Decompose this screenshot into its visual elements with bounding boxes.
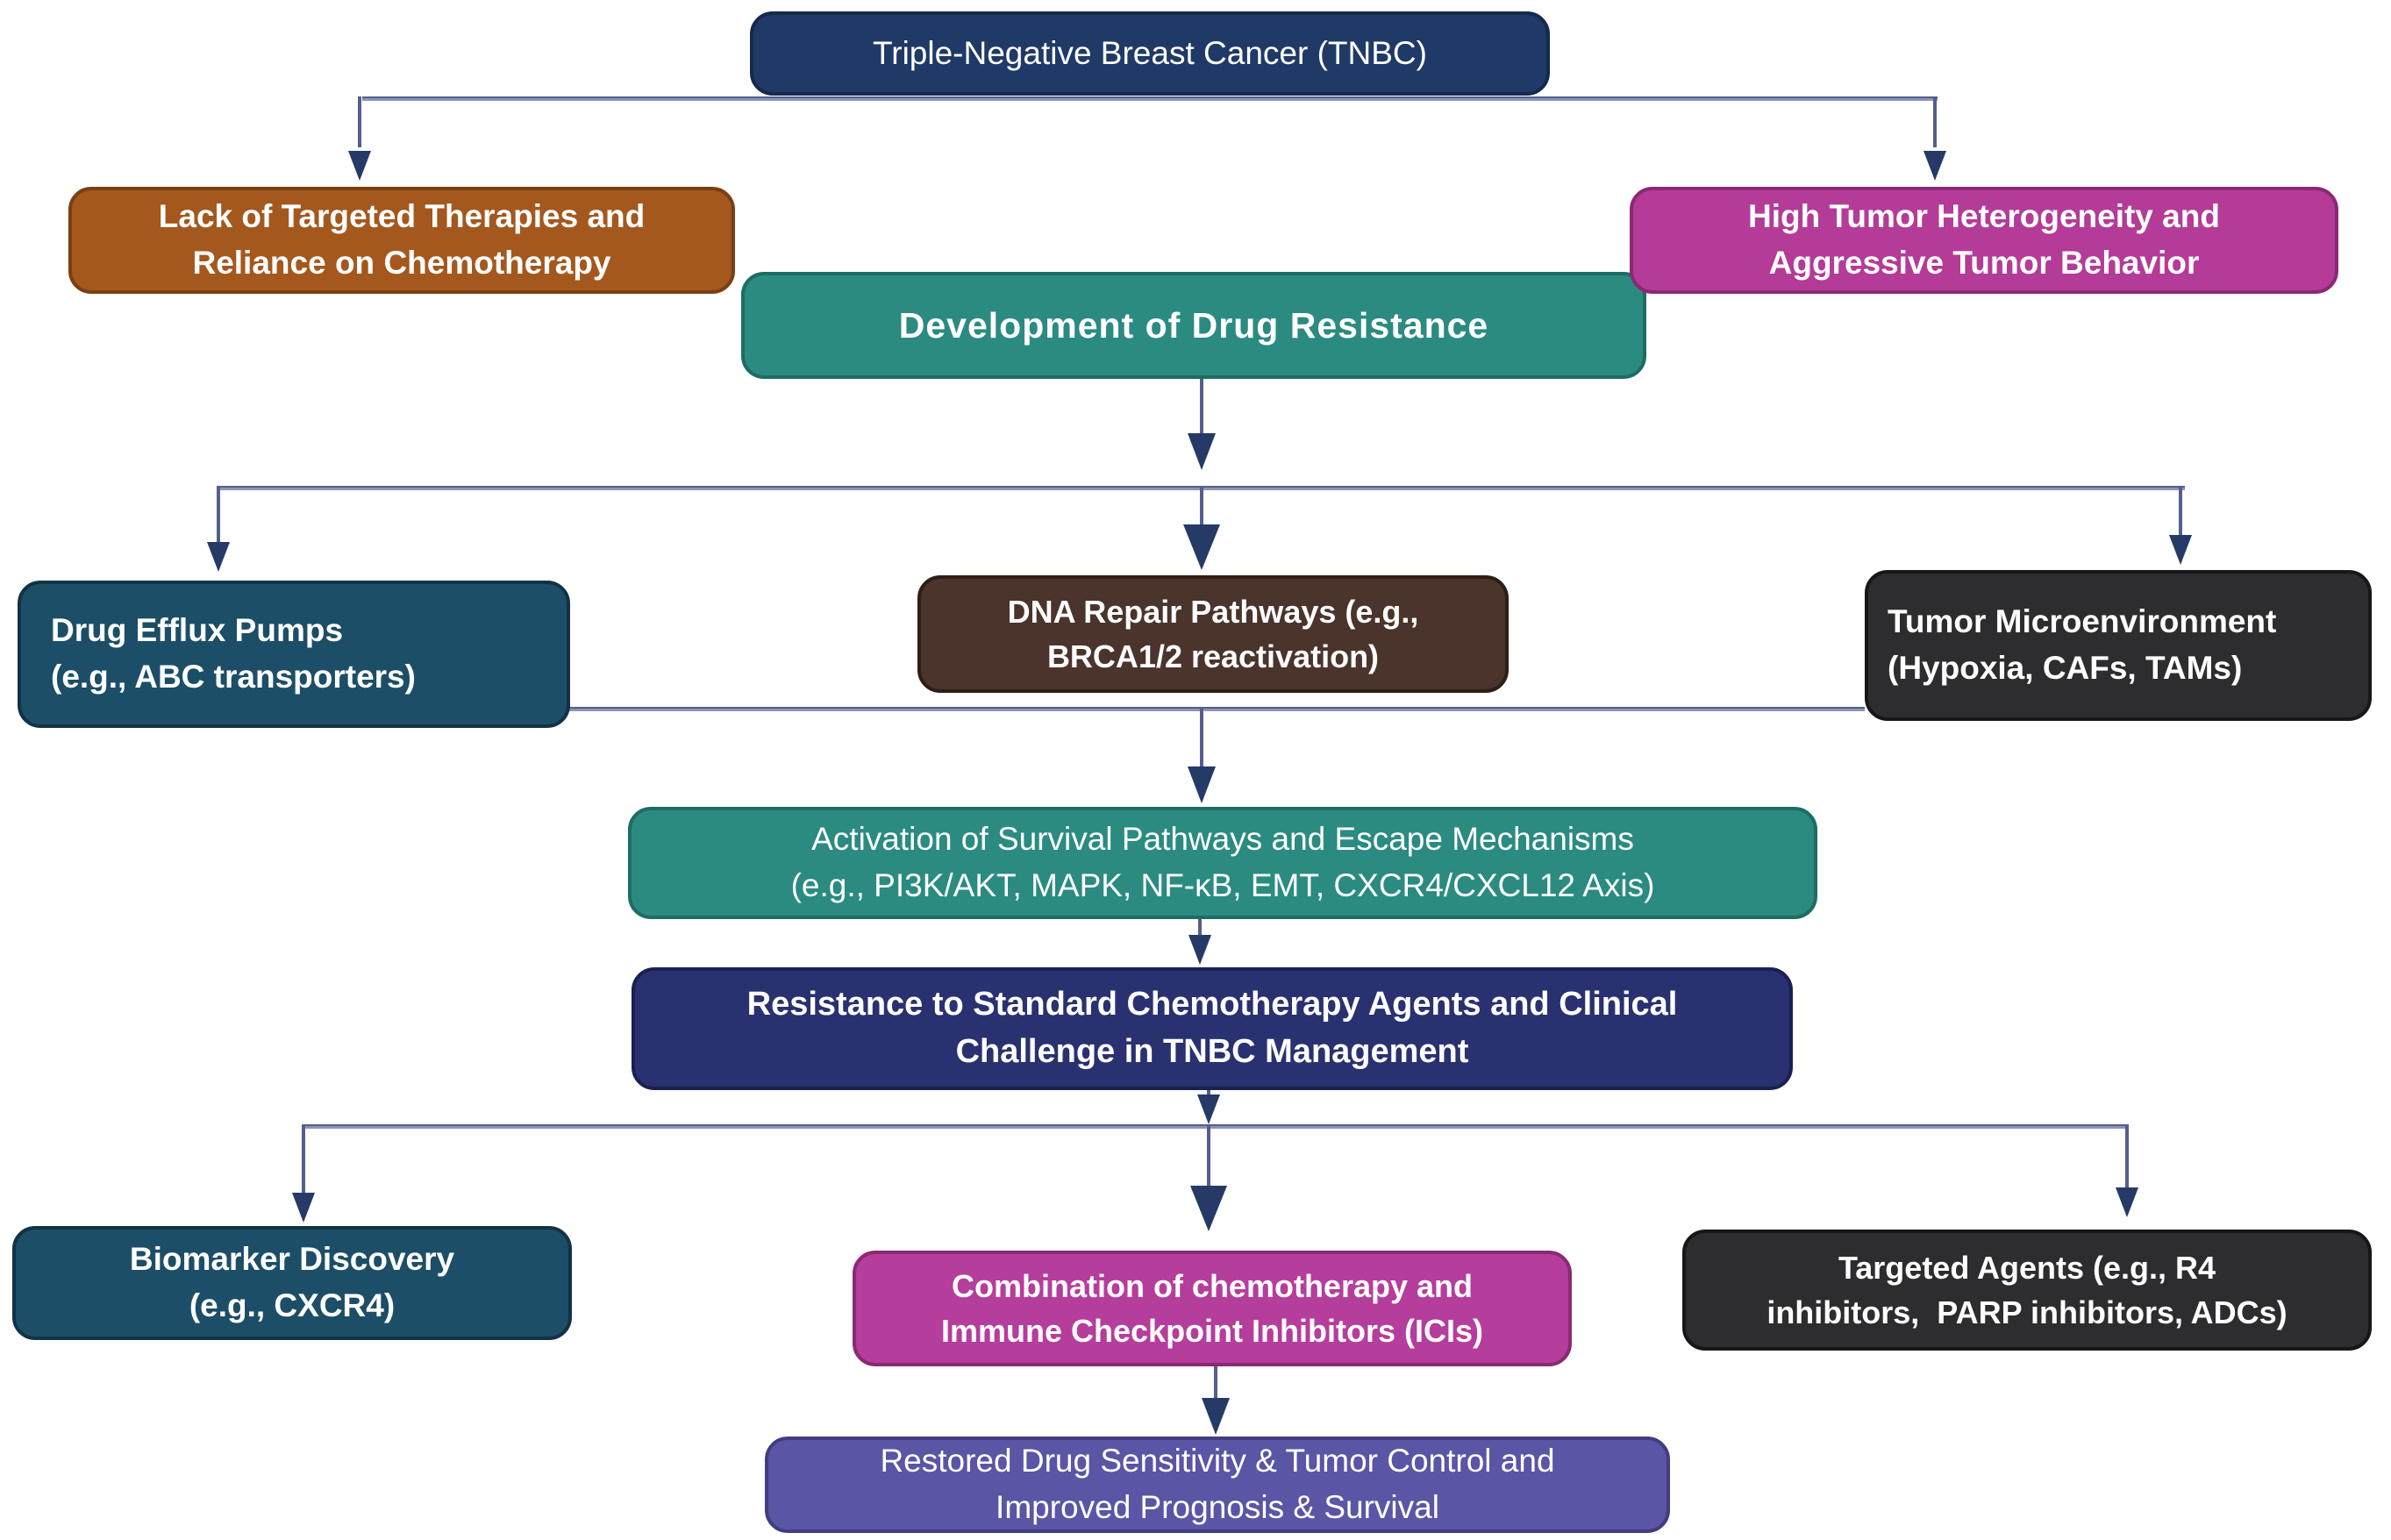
node-tumor-heterogeneity: High Tumor Heterogeneity and Aggressive …: [1630, 187, 2338, 294]
node-activation-line1: Activation of Survival Pathways and Esca…: [811, 821, 1634, 858]
node-dna-repair-pathways: DNA Repair Pathways (e.g., BRCA1/2 react…: [917, 575, 1509, 693]
node-chemo-ici-combination: Combination of chemotherapy and Immune C…: [853, 1251, 1572, 1366]
arrowhead-to-tme: [2169, 535, 2192, 565]
node-tnbc: Triple-Negative Breast Cancer (TNBC): [750, 11, 1550, 96]
node-development-of-drug-resistance: Development of Drug Resistance: [741, 272, 1646, 379]
node-heterogeneity-line2: Aggressive Tumor Behavior: [1768, 245, 2200, 281]
node-dna-line1: DNA Repair Pathways (e.g.,: [1007, 593, 1419, 630]
connector-row3-hline: [568, 707, 1865, 711]
node-restored-line2: Improved Prognosis & Survival: [996, 1489, 1439, 1525]
connector-activation-vline: [1200, 707, 1203, 766]
node-resistance-to-chemotherapy: Resistance to Standard Chemotherapy Agen…: [632, 967, 1793, 1090]
node-tumor-microenvironment: Tumor Microenvironment (Hypoxia, CAFs, T…: [1865, 570, 2372, 721]
node-combination-line1: Combination of chemotherapy and: [951, 1267, 1474, 1304]
arrowhead-to-dna: [1183, 524, 1220, 570]
connector-strategies-hline: [305, 1124, 2129, 1129]
arrowhead-to-biomarker: [292, 1193, 315, 1223]
connector-restored-vline: [1214, 1366, 1217, 1403]
arrowhead-to-heterogeneity: [1924, 151, 1946, 181]
connector-top-left-vline: [358, 96, 361, 147]
node-combination-line2: Immune Checkpoint Inhibitors (ICIs): [940, 1313, 1484, 1349]
node-tme-line2: (Hypoxia, CAFs, TAMs): [1888, 650, 2243, 686]
connector-resistance-vline: [1198, 919, 1202, 938]
connector-top-hline: [362, 96, 1938, 101]
arrowhead-to-restored: [1202, 1398, 1230, 1435]
node-development-label: Development of Drug Resistance: [898, 304, 1489, 346]
node-tnbc-label: Triple-Negative Breast Cancer (TNBC): [873, 34, 1427, 71]
node-lack-line1: Lack of Targeted Therapies and: [158, 198, 646, 235]
arrowhead-to-lack: [348, 151, 371, 181]
arrowhead-development-stem: [1188, 433, 1216, 470]
arrowhead-to-efflux: [207, 542, 230, 572]
connector-combination-vline: [1207, 1124, 1210, 1187]
connector-top-right-vline: [1933, 96, 1937, 147]
arrowhead-to-resistance: [1188, 935, 1211, 965]
connector-tme-vline: [2179, 486, 2182, 537]
node-lack-of-targeted-therapies: Lack of Targeted Therapies and Reliance …: [68, 187, 735, 294]
arrowhead-to-activation: [1188, 766, 1216, 803]
node-biomarker-line1: Biomarker Discovery: [129, 1241, 455, 1278]
node-restored-line1: Restored Drug Sensitivity & Tumor Contro…: [880, 1443, 1555, 1479]
node-tme-line1: Tumor Microenvironment: [1888, 603, 2277, 640]
node-activation-survival-pathways: Activation of Survival Pathways and Esca…: [628, 807, 1817, 919]
connector-biomarker-vline: [302, 1124, 305, 1193]
node-biomarker-discovery: Biomarker Discovery (e.g., CXCR4): [12, 1226, 572, 1340]
arrowhead-resistance-stem: [1197, 1094, 1220, 1124]
node-targeted-line2: inhibitors, PARP inhibitors, ADCs): [1766, 1294, 2288, 1330]
node-targeted-agents: Targeted Agents (e.g., R4 inhibitors, PA…: [1682, 1230, 2372, 1351]
node-lack-line2: Reliance on Chemotherapy: [192, 245, 611, 281]
arrowhead-to-combination: [1190, 1186, 1227, 1231]
node-heterogeneity-line1: High Tumor Heterogeneity and: [1748, 198, 2220, 235]
node-targeted-line1: Targeted Agents (e.g., R4: [1838, 1249, 2216, 1286]
node-restored-drug-sensitivity: Restored Drug Sensitivity & Tumor Contro…: [765, 1437, 1670, 1533]
node-drug-efflux-pumps: Drug Efflux Pumps (e.g., ABC transporter…: [18, 581, 570, 728]
arrowhead-to-targeted: [2116, 1187, 2138, 1217]
connector-targeted-vline: [2125, 1124, 2129, 1189]
node-activation-line2: (e.g., PI3K/AKT, MAPK, NF-κB, EMT, CXCR4…: [790, 867, 1655, 903]
connector-development-stem: [1200, 379, 1203, 433]
node-resistance-line1: Resistance to Standard Chemotherapy Agen…: [746, 986, 1678, 1023]
connector-dna-vline: [1200, 486, 1203, 526]
node-biomarker-line2: (e.g., CXCR4): [189, 1287, 396, 1323]
connector-efflux-vline: [217, 486, 220, 542]
node-efflux-line2: (e.g., ABC transporters): [51, 659, 416, 695]
node-dna-line2: BRCA1/2 reactivation): [1046, 638, 1380, 674]
node-resistance-line2: Challenge in TNBC Management: [955, 1033, 1469, 1070]
node-efflux-line1: Drug Efflux Pumps: [51, 612, 344, 649]
